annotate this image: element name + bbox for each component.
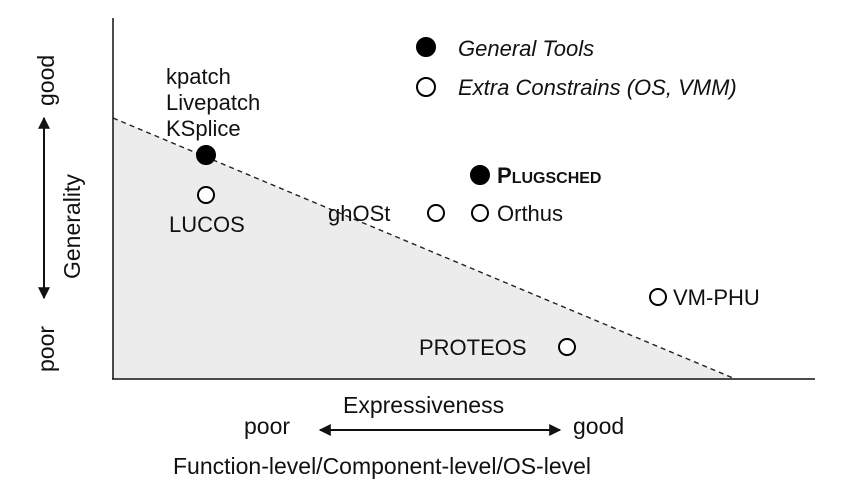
x-axis-caption: Function-level/Component-level/OS-level xyxy=(173,453,591,479)
proteos-label: PROTEOS xyxy=(419,335,527,360)
legend-general-marker xyxy=(416,37,436,57)
legend-extra-marker xyxy=(416,77,436,97)
y-axis-title: Generality xyxy=(59,174,85,279)
x-axis-good-label: good xyxy=(573,413,624,439)
ghost-marker xyxy=(427,204,445,222)
legend-general-label: General Tools xyxy=(458,36,594,61)
plugsched-marker xyxy=(470,165,490,185)
ghost-label: ghOSt xyxy=(328,201,390,226)
livepatch-label: Livepatch xyxy=(166,90,260,115)
y-axis-good-label: good xyxy=(33,55,59,106)
plugsched-initial: P xyxy=(497,163,512,188)
vm-phu-label: VM-PHU xyxy=(673,285,760,310)
kpatch-label: kpatch xyxy=(166,64,231,89)
vm-phu-marker xyxy=(649,288,667,306)
kpatch-livepatch-ksplice-marker xyxy=(196,145,216,165)
x-axis-poor-label: poor xyxy=(244,413,290,439)
plugsched-label: PLUGSCHED xyxy=(497,163,601,188)
proteos-marker xyxy=(558,338,576,356)
frontier-dashed-line xyxy=(112,117,734,379)
ksplice-label: KSplice xyxy=(166,116,241,141)
orthus-marker xyxy=(471,204,489,222)
x-axis-title: Expressiveness xyxy=(343,392,504,418)
legend-extra-label: Extra Constrains (OS, VMM) xyxy=(458,75,737,100)
orthus-label: Orthus xyxy=(497,201,563,226)
y-axis-poor-label: poor xyxy=(33,326,59,372)
lucos-label: LUCOS xyxy=(169,212,245,237)
plugsched-smallcaps: LUGSCHED xyxy=(512,170,602,187)
lucos-marker xyxy=(197,186,215,204)
